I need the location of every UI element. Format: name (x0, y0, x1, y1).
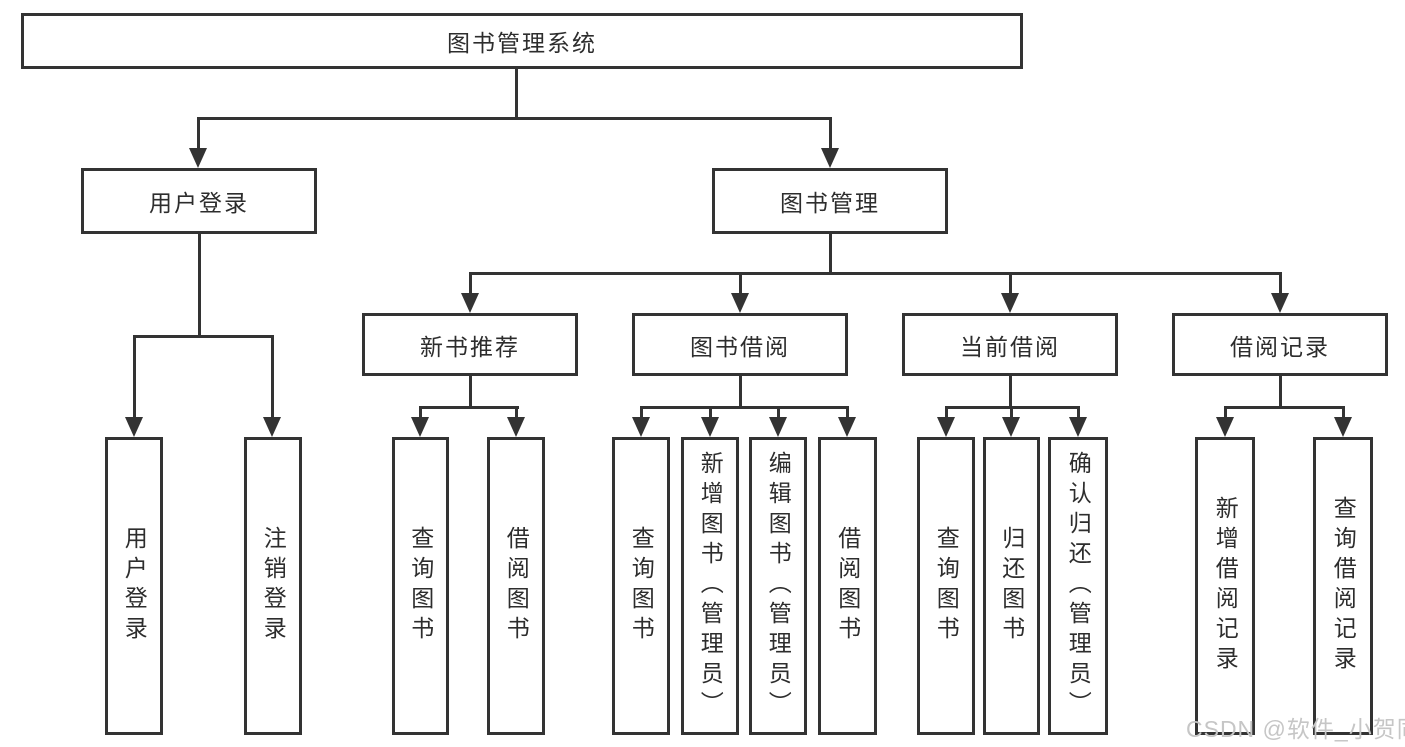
node-leaf-logout-login-label: 注销登录 (260, 526, 287, 646)
connector-level3-horizontal (469, 272, 1281, 275)
connector-level2-horizontal (197, 117, 832, 120)
arrow-down-icon (838, 417, 856, 437)
connector-user-login-branch (133, 335, 274, 338)
node-current-borrow: 当前借阅 (902, 313, 1118, 376)
connector-new-book-vertical (469, 376, 472, 409)
node-book-management-label: 图书管理 (780, 190, 880, 216)
node-borrow-record-label: 借阅记录 (1230, 333, 1330, 360)
node-leaf-confirm-return-admin: 确认归还（管理员） (1048, 437, 1108, 735)
connector-stem (1224, 406, 1227, 419)
connector-leaf-logout-stem (271, 335, 274, 417)
arrow-down-icon (769, 417, 787, 437)
arrow-down-icon (1216, 417, 1234, 437)
node-root-label: 图书管理系统 (447, 30, 597, 56)
arrow-down-icon (1001, 293, 1019, 313)
arrow-down-icon (821, 148, 839, 168)
node-leaf-return-book: 归还图书 (983, 437, 1040, 735)
node-leaf-query-borrow-record: 查询借阅记录 (1313, 437, 1373, 735)
arrow-down-icon (937, 417, 955, 437)
connector-borrow-record-vertical (1279, 376, 1282, 409)
connector-user-login-stem (197, 117, 200, 148)
node-leaf-query-borrow-record-label: 查询借阅记录 (1330, 496, 1357, 676)
node-leaf-query-book-current-label: 查询图书 (933, 526, 960, 646)
node-leaf-user-login-label: 用户登录 (121, 526, 148, 646)
connector-stem (709, 406, 712, 419)
node-leaf-add-book-admin: 新增图书（管理员） (681, 437, 739, 735)
arrow-down-icon (461, 293, 479, 313)
connector-stem (419, 406, 422, 419)
arrow-down-icon (263, 417, 281, 437)
node-leaf-user-login: 用户登录 (105, 437, 163, 735)
connector-new-book-stem (469, 272, 472, 295)
connector-new-book-branch (419, 406, 519, 409)
connector-current-borrow-stem (1009, 272, 1012, 295)
connector-book-management-stem (829, 117, 832, 148)
arrow-down-icon (1334, 417, 1352, 437)
node-leaf-borrow-book-borrow: 借阅图书 (818, 437, 877, 735)
node-book-borrow: 图书借阅 (632, 313, 848, 376)
node-user-login-label: 用户登录 (149, 190, 249, 216)
node-user-login: 用户登录 (81, 168, 317, 234)
node-leaf-borrow-book-borrow-label: 借阅图书 (834, 526, 861, 646)
arrow-down-icon (411, 417, 429, 437)
node-leaf-return-book-label: 归还图书 (998, 526, 1025, 646)
connector-current-borrow-vertical (1009, 376, 1012, 409)
connector-root-vertical (515, 69, 518, 119)
connector-stem (1342, 406, 1345, 419)
arrow-down-icon (125, 417, 143, 437)
node-leaf-edit-book-admin: 编辑图书（管理员） (749, 437, 807, 735)
connector-borrow-record-branch (1224, 406, 1345, 409)
node-leaf-borrow-book-recommend-label: 借阅图书 (503, 526, 530, 646)
connector-stem (846, 406, 849, 419)
arrow-down-icon (701, 417, 719, 437)
node-current-borrow-label: 当前借阅 (960, 333, 1060, 360)
node-leaf-query-book-recommend: 查询图书 (392, 437, 449, 735)
arrow-down-icon (1069, 417, 1087, 437)
node-leaf-add-book-admin-label: 新增图书（管理员） (697, 451, 724, 721)
node-borrow-record: 借阅记录 (1172, 313, 1388, 376)
node-book-borrow-label: 图书借阅 (690, 333, 790, 360)
node-leaf-confirm-return-admin-label: 确认归还（管理员） (1065, 451, 1092, 721)
connector-book-management-vertical (829, 233, 832, 275)
arrow-down-icon (632, 417, 650, 437)
node-book-management: 图书管理 (712, 168, 948, 234)
connector-book-borrow-branch (640, 406, 849, 409)
arrow-down-icon (189, 148, 207, 168)
connector-stem (640, 406, 643, 419)
node-root: 图书管理系统 (21, 13, 1023, 69)
node-leaf-query-book-borrow-label: 查询图书 (628, 526, 655, 646)
node-leaf-query-book-borrow: 查询图书 (612, 437, 670, 735)
arrow-down-icon (1271, 293, 1289, 313)
csdn-watermark: CSDN @软件_小贺同学 (1186, 716, 1405, 742)
node-leaf-query-book-recommend-label: 查询图书 (407, 526, 434, 646)
connector-leaf-user-login-stem (133, 335, 136, 417)
node-leaf-logout-login: 注销登录 (244, 437, 302, 735)
connector-stem (777, 406, 780, 419)
connector-book-borrow-vertical (739, 376, 742, 409)
connector-borrow-record-stem (1279, 272, 1282, 295)
connector-user-login-vertical (198, 233, 201, 336)
connector-book-borrow-stem (739, 272, 742, 295)
node-leaf-edit-book-admin-label: 编辑图书（管理员） (765, 451, 792, 721)
connector-stem (515, 406, 518, 419)
arrow-down-icon (731, 293, 749, 313)
node-leaf-borrow-book-recommend: 借阅图书 (487, 437, 545, 735)
arrow-down-icon (507, 417, 525, 437)
connector-stem (945, 406, 948, 419)
connector-stem (1010, 406, 1013, 419)
node-leaf-query-book-current: 查询图书 (917, 437, 975, 735)
node-leaf-add-borrow-record-label: 新增借阅记录 (1212, 496, 1239, 676)
connector-stem (1077, 406, 1080, 419)
node-new-book-recommend: 新书推荐 (362, 313, 578, 376)
arrow-down-icon (1002, 417, 1020, 437)
node-new-book-recommend-label: 新书推荐 (420, 333, 520, 360)
node-leaf-add-borrow-record: 新增借阅记录 (1195, 437, 1255, 735)
